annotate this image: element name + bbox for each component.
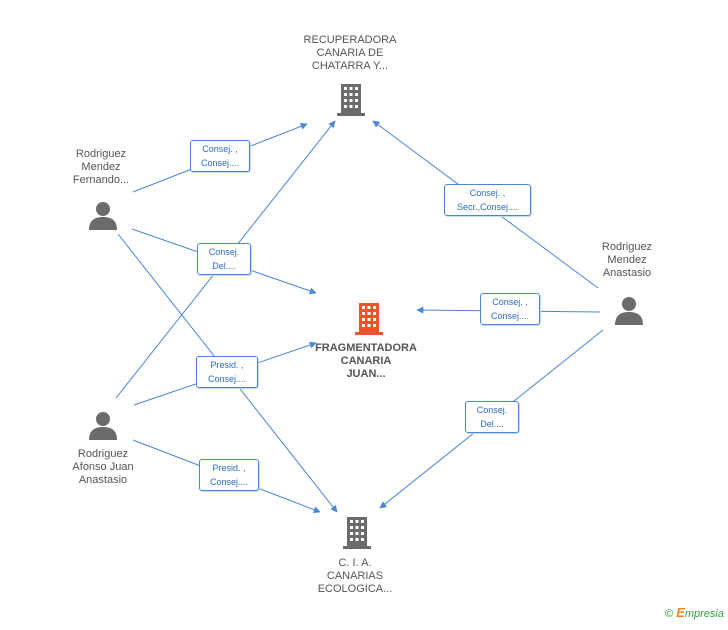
company-name-line: RECUPERADORA <box>303 34 397 46</box>
relation-role: Consej.... <box>209 477 249 487</box>
relation-box[interactable]: Consej. , Consej.... <box>190 140 250 172</box>
person-icon[interactable] <box>614 295 644 325</box>
relation-role: Consej. , <box>492 297 528 307</box>
building-icon[interactable] <box>353 302 385 336</box>
person-label-afonso[interactable]: Rodriguez Afonso Juan Anastasio <box>53 448 153 487</box>
person-label-anastasio[interactable]: Rodriguez Mendez Anastasio <box>577 241 677 280</box>
relation-role: Consej.... <box>490 311 530 321</box>
person-name-line: Anastasio <box>78 474 128 486</box>
relation-role: Consej. <box>476 405 508 415</box>
relation-role: Del.... <box>480 419 504 429</box>
brand-initial: E <box>676 605 685 620</box>
building-icon[interactable] <box>335 83 367 117</box>
relation-role: Consej.... <box>200 158 240 168</box>
relation-role: Consej. , <box>202 144 238 154</box>
company-name-line: JUAN... <box>346 368 386 380</box>
person-name-line: Rodriguez <box>601 241 653 253</box>
relation-role: Consej.... <box>207 374 247 384</box>
company-label-fragmentadora[interactable]: FRAGMENTADORA CANARIA JUAN... <box>306 342 426 381</box>
company-label-cia[interactable]: C. I. A. CANARIAS ECOLOGICA... <box>295 557 415 596</box>
person-name-line: Mendez <box>607 254 647 266</box>
person-name-line: Afonso Juan <box>72 461 134 473</box>
person-name-line: Mendez <box>81 161 121 173</box>
person-name-line: Rodriguez <box>75 148 127 160</box>
relation-role: Consej. , <box>469 188 506 198</box>
person-label-fernando[interactable]: Rodriguez Mendez Fernando... <box>51 148 151 187</box>
person-name-line: Rodriguez <box>77 448 129 460</box>
company-name-line: C. I. A. <box>338 557 372 569</box>
relation-box[interactable]: Consej. Del.... <box>197 243 251 275</box>
building-icon[interactable] <box>341 516 373 550</box>
relation-box[interactable]: Consej. , Consej.... <box>480 293 540 325</box>
relation-box[interactable]: Consej. , Secr.,Consej.... <box>444 184 531 216</box>
company-name-line: CHATARRA Y... <box>311 60 389 72</box>
brand-name: mpresia <box>684 608 724 620</box>
relation-role: Consej. <box>208 247 240 257</box>
relation-role: Secr.,Consej.... <box>456 202 519 212</box>
company-name-line: CANARIA DE <box>316 47 384 59</box>
company-name-line: FRAGMENTADORA <box>315 342 417 354</box>
relation-role: Presid. , <box>210 360 244 370</box>
company-name-line: CANARIA <box>340 355 392 367</box>
company-label-recuperadora[interactable]: RECUPERADORA CANARIA DE CHATARRA Y... <box>290 34 410 73</box>
relation-role: Presid. , <box>212 463 246 473</box>
company-name-line: ECOLOGICA... <box>317 583 393 595</box>
person-name-line: Anastasio <box>602 267 652 279</box>
person-icon[interactable] <box>88 200 118 230</box>
person-icon[interactable] <box>88 410 118 440</box>
copyright-symbol: © <box>665 608 674 620</box>
relation-box[interactable]: Presid. , Consej.... <box>196 356 258 388</box>
empresia-brand[interactable]: © Empresia <box>665 605 724 620</box>
company-name-line: CANARIAS <box>326 570 384 582</box>
relation-role: Del.... <box>212 261 236 271</box>
relation-box[interactable]: Consej. Del.... <box>465 401 519 433</box>
person-name-line: Fernando... <box>72 174 130 186</box>
relation-box[interactable]: Presid. , Consej.... <box>199 459 259 491</box>
